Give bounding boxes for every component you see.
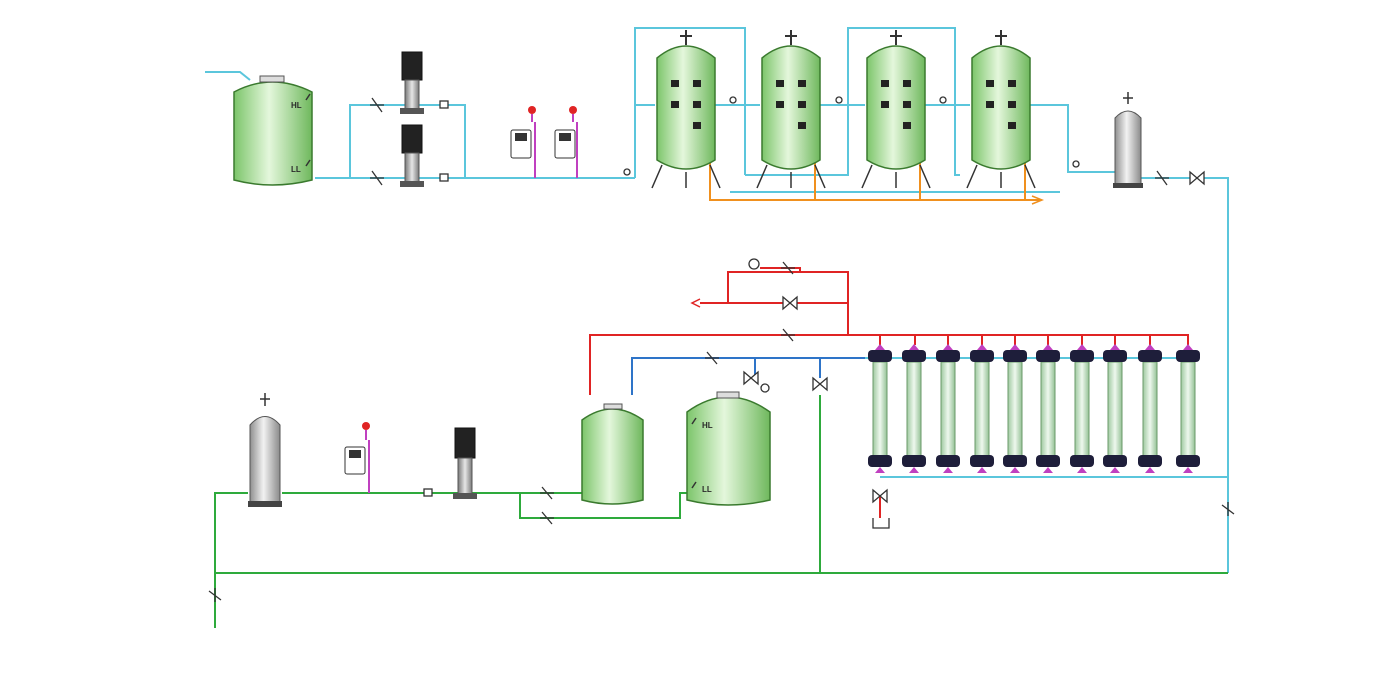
gate-valve (439, 173, 449, 182)
membrane-module-array (868, 344, 1200, 473)
check-valve (370, 97, 384, 113)
valves (208, 96, 1235, 602)
sample-point (835, 96, 843, 104)
membrane-module (1003, 344, 1027, 473)
ball-valve (872, 488, 888, 504)
membrane-module (1176, 344, 1200, 473)
dosing-unit-1 (510, 106, 536, 178)
ball-valve (812, 376, 828, 392)
check-valve (540, 486, 554, 500)
check-valve (540, 511, 554, 525)
clean-tank-ll-label: LL (702, 485, 712, 494)
membrane-module (1070, 344, 1094, 473)
raw-water-pump-lower (400, 124, 424, 187)
dosing-unit-2 (554, 106, 578, 178)
clean-water-tank: HL LL (686, 391, 771, 506)
ball-valve (1189, 170, 1205, 186)
raw-tank-hl-label: HL (291, 101, 302, 110)
intermediate-water-tank (581, 403, 644, 505)
filter-vessel-3 (861, 30, 931, 189)
sample-point (623, 168, 631, 176)
filter-vessel-1 (651, 30, 721, 189)
check-valve (1221, 502, 1235, 516)
raw-tank-ll-label: LL (291, 165, 301, 174)
raw-water-pump-upper (400, 51, 424, 114)
filter-vessel-4 (966, 30, 1036, 189)
product-water-pipeline (589, 267, 1189, 518)
check-valve (208, 588, 222, 602)
return-pipeline (214, 395, 1228, 628)
dosing-unit-3 (344, 422, 370, 493)
sample-point (939, 96, 947, 104)
sample-point (729, 96, 737, 104)
gate-valve (423, 488, 433, 497)
check-valve (781, 261, 795, 275)
gate-valve (439, 100, 449, 109)
booster-pump (453, 427, 477, 499)
ball-valve (782, 295, 798, 311)
cartridge-filter-top (1113, 92, 1143, 188)
membrane-module (1103, 344, 1127, 473)
pressure-gauge-icon (748, 258, 760, 270)
membrane-module (902, 344, 926, 473)
check-valve (705, 351, 719, 365)
check-valve (370, 170, 384, 186)
sample-point (1072, 160, 1080, 168)
check-valve (781, 328, 795, 342)
membrane-module (1138, 344, 1162, 473)
ball-valve (743, 370, 770, 393)
drain-funnel-icon (872, 518, 890, 529)
membrane-module (1036, 344, 1060, 473)
membrane-module (936, 344, 960, 473)
cartridge-filter-bottom (248, 393, 282, 507)
membrane-module (868, 344, 892, 473)
clean-tank-hl-label: HL (702, 421, 713, 430)
filter-vessel-2 (756, 30, 826, 189)
raw-water-tank: HL LL (233, 75, 313, 186)
membrane-module (970, 344, 994, 473)
check-valve (1155, 170, 1169, 186)
